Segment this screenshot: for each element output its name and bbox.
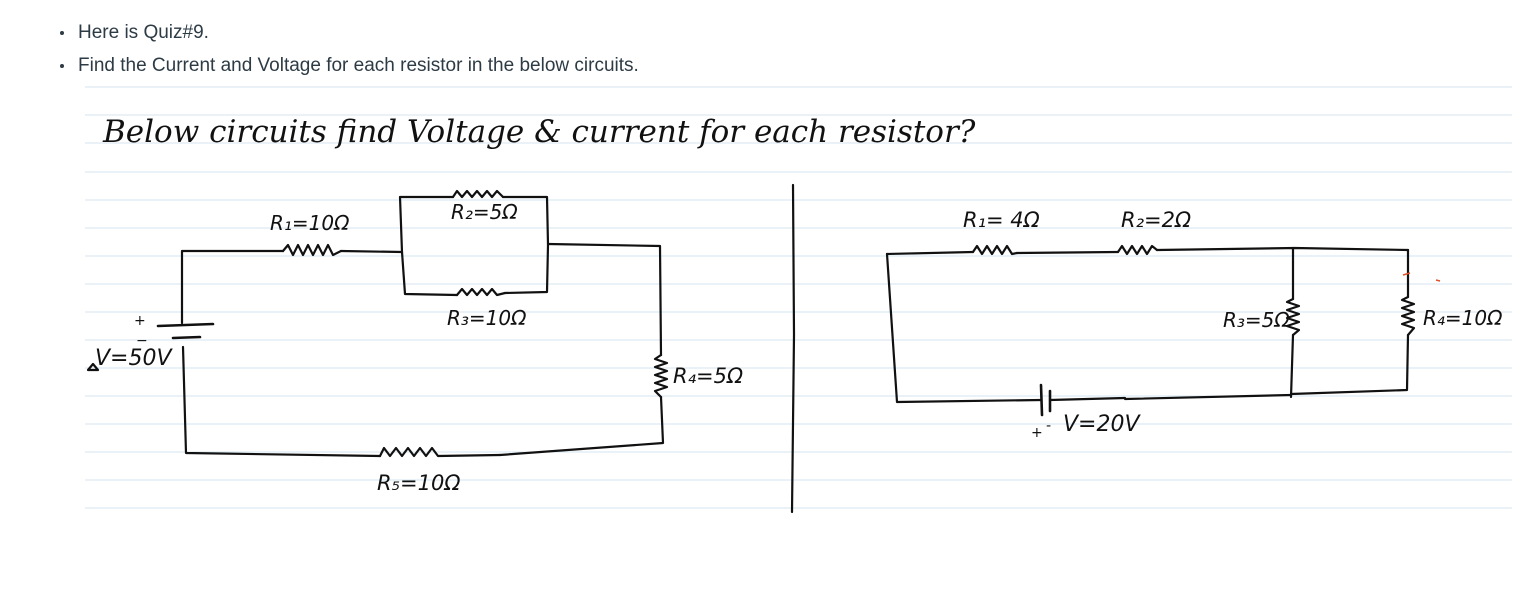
list-item: Find the Current and Voltage for each re… bbox=[60, 49, 639, 82]
note-title: Below circuits find Voltage & current fo… bbox=[102, 114, 976, 150]
wire-top-left bbox=[885, 250, 975, 256]
instruction-list: Here is Quiz#9. Find the Current and Vol… bbox=[60, 16, 639, 82]
label-plus: + bbox=[1031, 425, 1043, 441]
resistor-r2 bbox=[1116, 244, 1159, 256]
resistor-r1 bbox=[281, 243, 343, 257]
wire-right-top bbox=[546, 242, 663, 357]
resistor-r4 bbox=[1400, 295, 1416, 337]
label-minus: - bbox=[1046, 418, 1051, 434]
stray-red-mark bbox=[1402, 272, 1411, 276]
divider-line bbox=[790, 183, 796, 514]
wire-right-bottom bbox=[498, 395, 665, 457]
label-source: V=50V bbox=[95, 346, 173, 371]
label-r2: R₂=5Ω bbox=[451, 200, 518, 224]
wire-parallel-top-left bbox=[398, 195, 455, 254]
label-r5: R₅=10Ω bbox=[377, 471, 460, 495]
label-r2: R₂=2Ω bbox=[1121, 208, 1191, 232]
wire-r3-bottom bbox=[1289, 333, 1295, 399]
list-item: Here is Quiz#9. bbox=[60, 16, 639, 49]
delta-mark-icon bbox=[86, 362, 100, 372]
label-r3: R₃=10Ω bbox=[447, 306, 527, 330]
wire-battery bbox=[1048, 396, 1127, 402]
resistor-r4 bbox=[653, 353, 669, 399]
bullet-dot-icon bbox=[60, 64, 64, 68]
wire-r4-bottom bbox=[1289, 333, 1410, 396]
wire-bottom-right bbox=[1123, 393, 1293, 401]
label-source: V=20V bbox=[1063, 412, 1141, 437]
label-r4: R₄=10Ω bbox=[1423, 306, 1503, 330]
wire-r1-to-parallel bbox=[339, 249, 404, 254]
list-item-text: Here is Quiz#9. bbox=[78, 22, 209, 43]
resistor-r2 bbox=[451, 189, 505, 199]
resistor-r3 bbox=[455, 287, 507, 297]
battery-long-plate bbox=[156, 322, 215, 328]
battery-short-plate bbox=[171, 335, 202, 340]
resistor-r1 bbox=[971, 244, 1019, 256]
wire-left-top bbox=[180, 249, 285, 325]
wire-top-right bbox=[1155, 246, 1410, 252]
ruled-lines bbox=[85, 86, 1512, 509]
wire-r1-to-r2 bbox=[1015, 250, 1120, 255]
label-plus: + bbox=[134, 313, 146, 329]
bullet-dot-icon bbox=[60, 31, 64, 35]
left-circuit: R₁=10Ω R₂=5Ω R₃=10Ω R₄=5Ω R₅=10Ω V=50V +… bbox=[86, 189, 743, 495]
battery-long-plate bbox=[1039, 383, 1044, 417]
wire-parallel-bottom-left bbox=[400, 250, 459, 297]
handwritten-note-image: Below circuits find Voltage & current fo… bbox=[85, 85, 1512, 515]
stray-red-mark bbox=[1435, 279, 1441, 282]
note-canvas: Below circuits find Voltage & current fo… bbox=[85, 86, 1512, 514]
label-r1: R₁=10Ω bbox=[270, 211, 350, 235]
label-r3: R₃=5Ω bbox=[1223, 308, 1290, 332]
resistor-r3 bbox=[1285, 297, 1301, 337]
right-circuit: R₁= 4Ω R₂=2Ω R₃=5Ω R₄=10Ω V=20V + - bbox=[885, 208, 1503, 441]
label-r4: R₄=5Ω bbox=[673, 364, 743, 388]
wire-bottom bbox=[181, 345, 382, 458]
resistor-r5 bbox=[378, 446, 502, 458]
wire-bottom-left bbox=[885, 252, 1043, 404]
label-minus: − bbox=[136, 333, 148, 349]
label-r1: R₁= 4Ω bbox=[963, 208, 1040, 232]
list-item-text: Find the Current and Voltage for each re… bbox=[78, 55, 639, 76]
